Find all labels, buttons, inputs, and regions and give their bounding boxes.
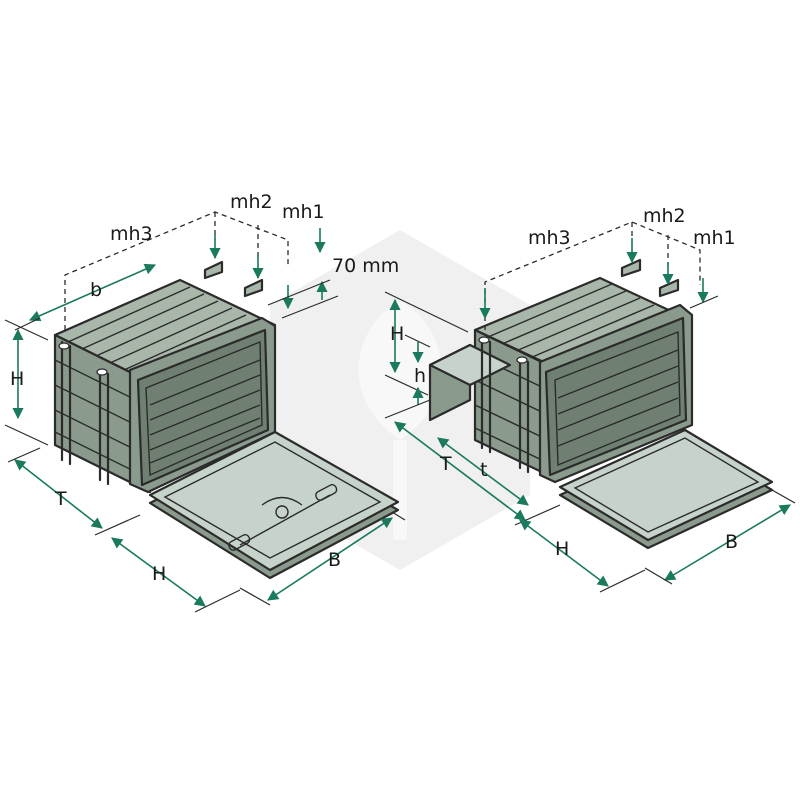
label-left-mh3: mh3	[110, 223, 153, 245]
left-dimensions	[4, 211, 406, 613]
label-right-h: h	[414, 365, 426, 387]
label-right-H-bottom: H	[555, 538, 569, 560]
label-left-70mm: 70 mm	[332, 255, 399, 277]
label-right-T: T	[439, 453, 452, 475]
label-left-B: B	[328, 549, 341, 571]
label-right-mh1: mh1	[693, 227, 736, 249]
label-right-B: B	[725, 531, 738, 553]
label-left-b: b	[90, 279, 102, 301]
label-left-mh2: mh2	[230, 191, 273, 213]
label-right-t: t	[480, 459, 487, 481]
label-right-mh3: mh3	[528, 227, 571, 249]
left-toolbox	[53, 260, 400, 580]
label-right-H: H	[390, 323, 404, 345]
label-right-mh2: mh2	[643, 205, 686, 227]
label-left-H-bottom: H	[152, 563, 166, 585]
label-left-H-side: H	[10, 368, 24, 390]
label-left-T: T	[54, 488, 67, 510]
label-left-mh1: mh1	[282, 201, 325, 223]
right-dimensions	[384, 221, 796, 593]
